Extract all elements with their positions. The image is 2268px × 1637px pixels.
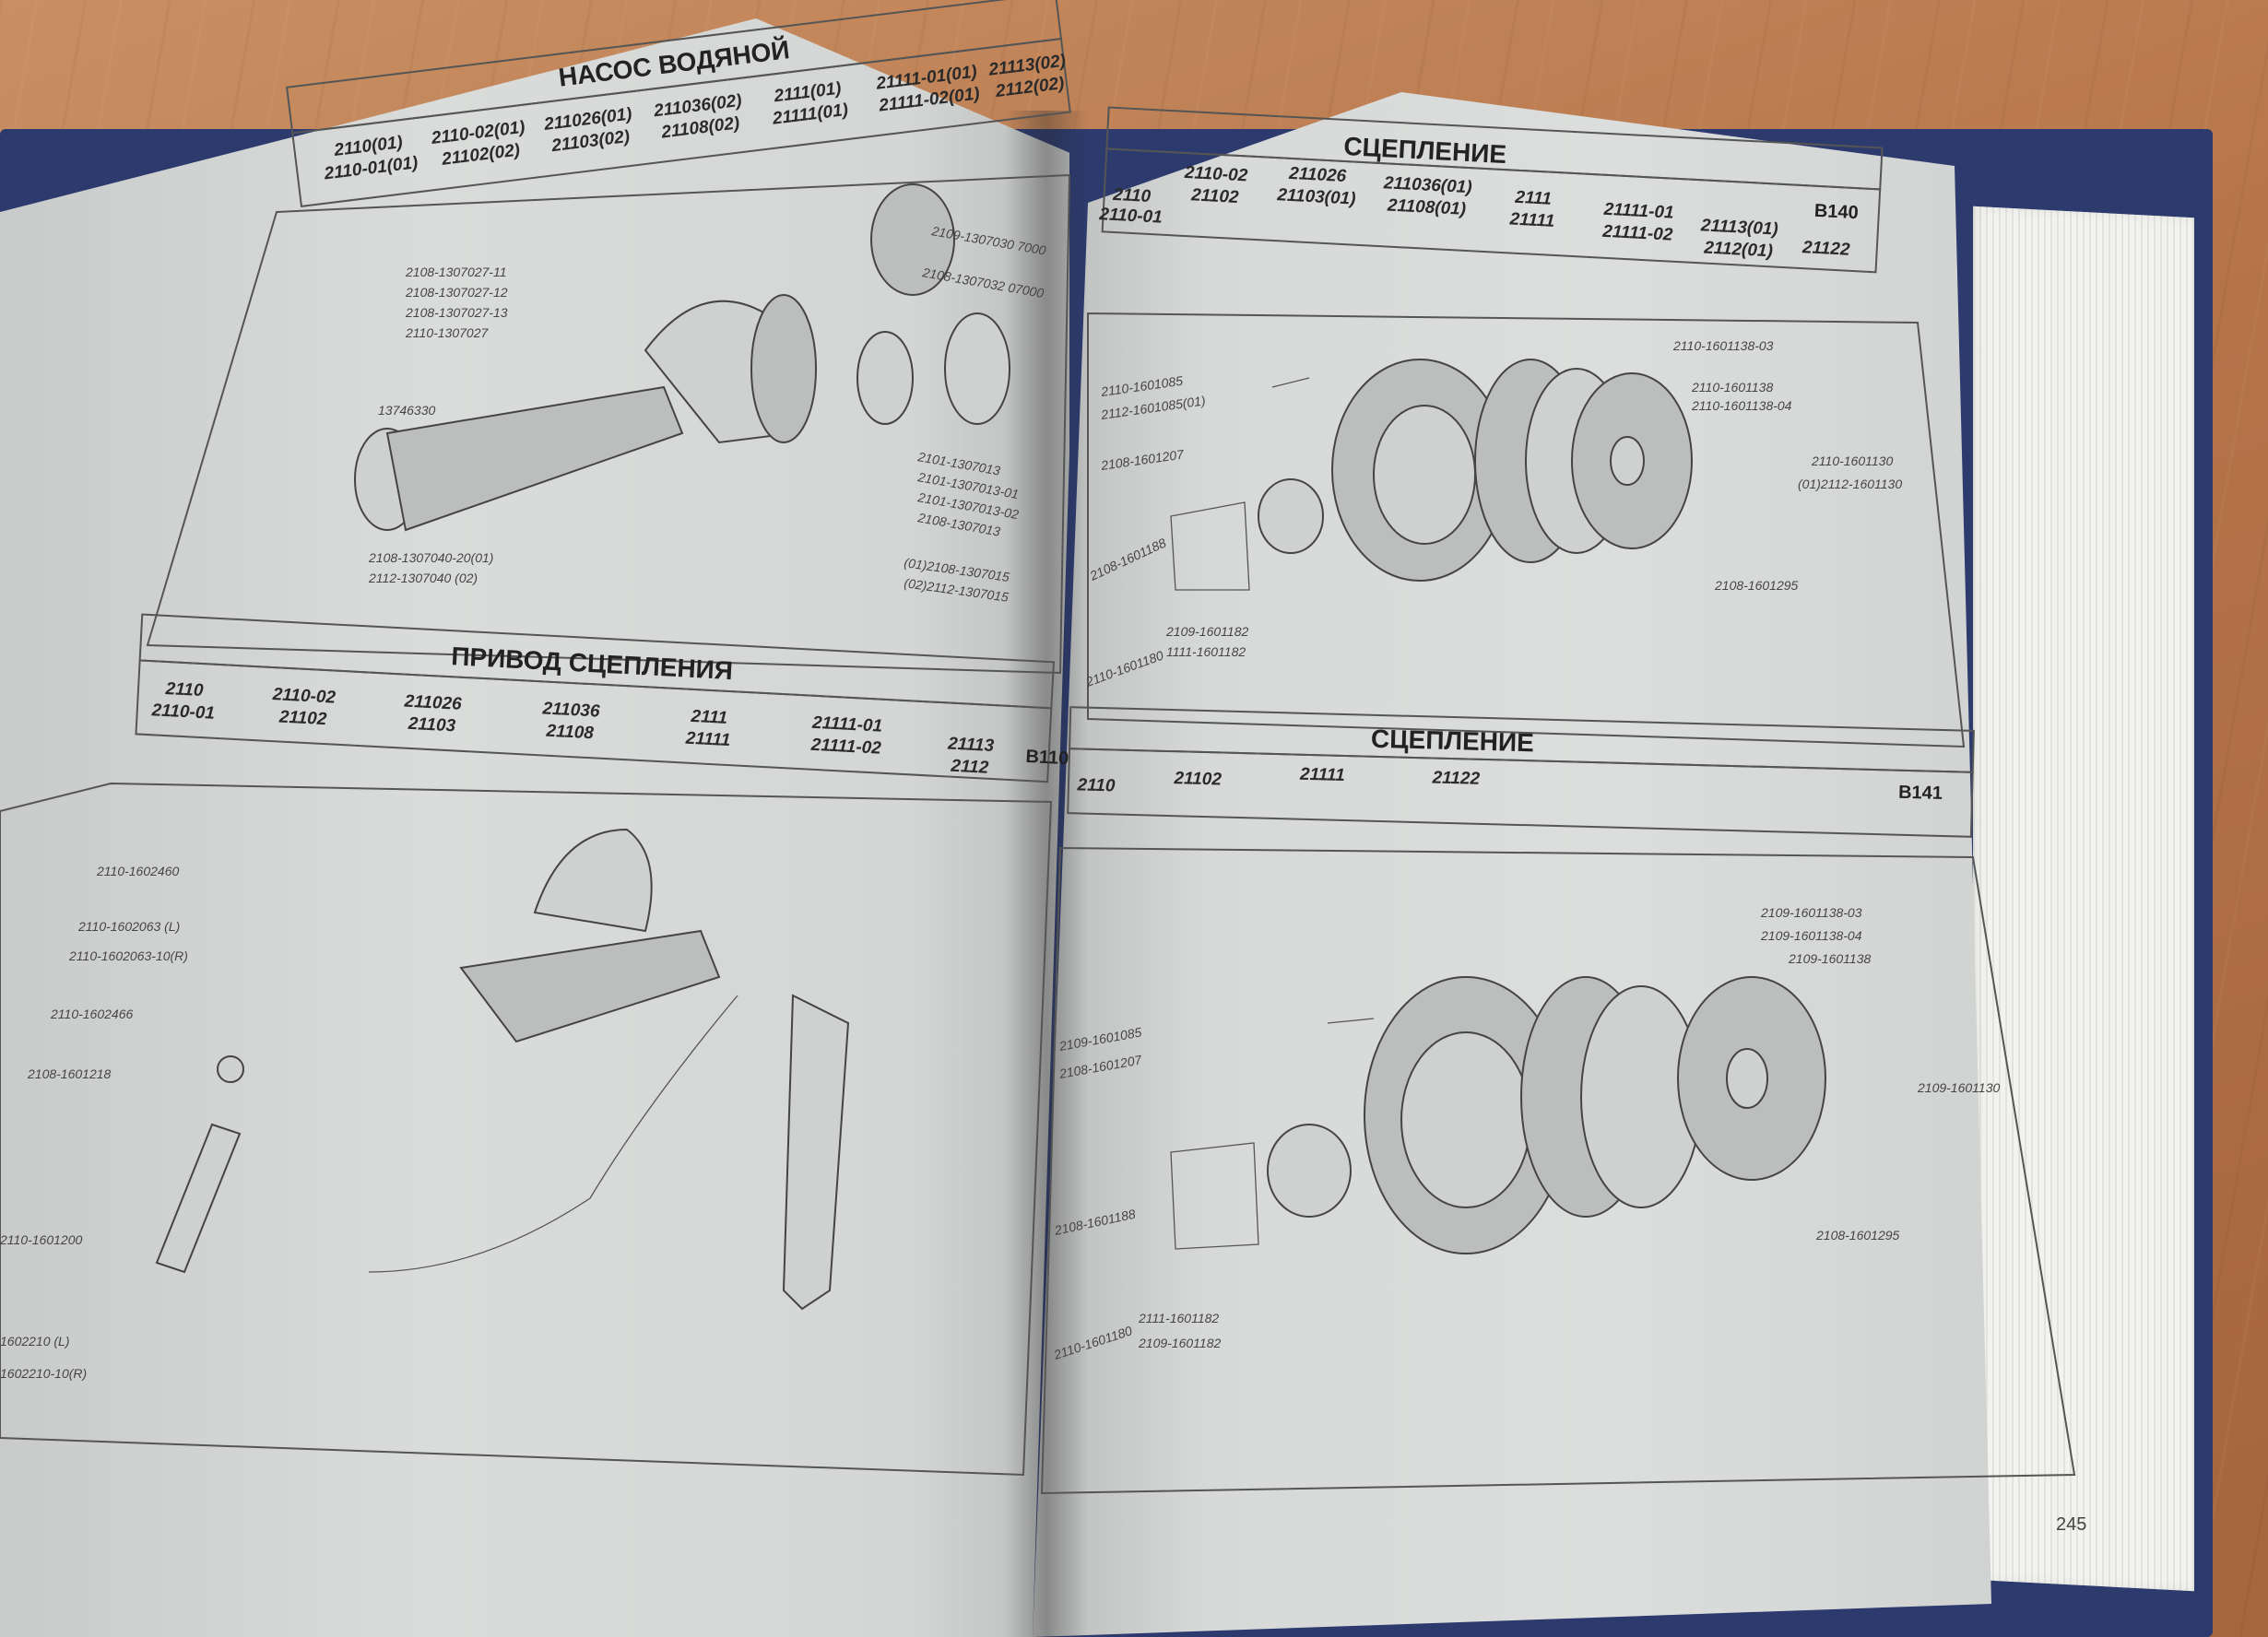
- svg-text:2109-1601182: 2109-1601182: [1165, 624, 1248, 639]
- svg-text:211026: 211026: [403, 692, 462, 714]
- svg-text:21113(01): 21113(01): [1699, 216, 1778, 239]
- svg-text:2111: 2111: [1514, 188, 1552, 209]
- clutch-drive-section: ПРИВОД СЦЕПЛЕНИЯ 2110 2110-01 2110-02 21…: [0, 613, 1069, 1477]
- svg-text:2110-1602063 (L): 2110-1602063 (L): [77, 919, 180, 934]
- svg-text:2111-1601182: 2111-1601182: [1138, 1311, 1219, 1325]
- svg-text:2110-1601180: 2110-1601180: [1083, 648, 1166, 690]
- svg-text:2109-1601138-04: 2109-1601138-04: [1760, 928, 1862, 943]
- svg-text:21111: 21111: [1299, 765, 1345, 785]
- svg-text:2110-1602063-10(R): 2110-1602063-10(R): [68, 948, 188, 963]
- svg-text:2110-1601138-03: 2110-1601138-03: [1672, 338, 1774, 353]
- clutch-drive-drawing: [155, 828, 850, 1311]
- svg-text:2108-1307027-13: 2108-1307027-13: [405, 305, 508, 320]
- svg-text:13746330: 13746330: [378, 403, 436, 418]
- svg-text:21111: 21111: [684, 729, 731, 751]
- svg-text:2108-1307040-20(01): 2108-1307040-20(01): [368, 550, 493, 565]
- svg-text:2110: 2110: [1112, 185, 1152, 206]
- svg-text:2108-1601218: 2108-1601218: [27, 1066, 112, 1081]
- clutch-b140-code: B140: [1813, 201, 1859, 223]
- clutch-drive-models: 2110 2110-01 2110-02 21102 211026 21103 …: [150, 679, 995, 778]
- right-page: [1033, 92, 1991, 1637]
- svg-text:2108-1601188: 2108-1601188: [1087, 535, 1169, 583]
- svg-text:2108-1307027-12: 2108-1307027-12: [405, 285, 508, 300]
- svg-text:2110-1307027: 2110-1307027: [405, 325, 489, 340]
- svg-text:2108-1601188: 2108-1601188: [1052, 1207, 1137, 1238]
- water-pump-models: 2110(01) 2110-01(01) 2110-02(01) 21102(0…: [323, 52, 1068, 184]
- clutch-b141-drawing: [1170, 976, 1826, 1254]
- svg-text:21113: 21113: [947, 734, 995, 756]
- svg-text:2109-1601085: 2109-1601085: [1057, 1024, 1143, 1054]
- svg-text:211026: 211026: [1288, 164, 1347, 186]
- svg-text:2108-1601295: 2108-1601295: [1714, 578, 1799, 593]
- svg-text:2110-01: 2110-01: [1098, 205, 1163, 228]
- clutch-b140-drawing: [1170, 359, 1693, 591]
- svg-text:21108(01): 21108(01): [1386, 195, 1466, 218]
- svg-text:21108: 21108: [545, 722, 595, 744]
- svg-text:2110-01: 2110-01: [150, 701, 215, 724]
- svg-text:2112(01): 2112(01): [1703, 238, 1774, 261]
- svg-text:21111-01: 21111-01: [1602, 200, 1674, 223]
- svg-text:21103: 21103: [407, 714, 456, 736]
- svg-text:211036(01): 211036(01): [1382, 173, 1472, 197]
- svg-text:2110-1601085: 2110-1601085: [1099, 373, 1184, 399]
- svg-text:2109-1601138: 2109-1601138: [1788, 951, 1871, 966]
- water-pump-title: НАСОС ВОДЯНОЙ: [557, 34, 791, 91]
- svg-text:2108-1307027-11: 2108-1307027-11: [405, 265, 507, 279]
- svg-text:(01)2112-1601130: (01)2112-1601130: [1798, 477, 1902, 491]
- clutch-b141-code: B141: [1898, 783, 1943, 804]
- svg-text:2108-1601295: 2108-1601295: [1815, 1228, 1900, 1242]
- clutch-b141-title: СЦЕПЛЕНИЕ: [1371, 724, 1535, 758]
- svg-text:21111-01: 21111-01: [811, 713, 883, 736]
- clutch-b141-models: 2110 21102 21111 21122: [1076, 765, 1480, 796]
- svg-text:21102: 21102: [278, 707, 327, 729]
- clutch-b140-models: 2110 2110-01 2110-02 21102 211026 21103(…: [1098, 163, 1851, 262]
- svg-text:21122: 21122: [1801, 238, 1851, 260]
- svg-text:21102: 21102: [1190, 185, 1240, 207]
- svg-text:211036: 211036: [541, 699, 600, 721]
- svg-text:2110: 2110: [1076, 775, 1116, 795]
- svg-text:2110-1601138: 2110-1601138: [1691, 380, 1773, 395]
- svg-text:2111: 2111: [690, 707, 727, 728]
- svg-text:2110-02: 2110-02: [271, 685, 337, 708]
- svg-text:21111-02: 21111-02: [1601, 222, 1673, 245]
- svg-text:21111-02: 21111-02: [809, 736, 881, 759]
- water-pump-section: НАСОС ВОДЯНОЙ 2110(01) 2110-01(01) 2110-…: [146, 0, 1071, 675]
- svg-text:21122: 21122: [1431, 768, 1480, 788]
- svg-text:2109-1601182: 2109-1601182: [1138, 1336, 1221, 1350]
- svg-text:2110-1602466: 2110-1602466: [50, 1007, 133, 1021]
- svg-text:21102: 21102: [1173, 769, 1222, 789]
- svg-text:1602210 (L): 1602210 (L): [0, 1334, 70, 1348]
- svg-text:2108-1601207: 2108-1601207: [1099, 446, 1186, 473]
- svg-text:2110-1601200: 2110-1601200: [0, 1232, 82, 1247]
- svg-text:2110-1601180: 2110-1601180: [1051, 1323, 1134, 1362]
- svg-text:2110-1601130: 2110-1601130: [1811, 453, 1893, 468]
- clutch-b140-section: СЦЕПЛЕНИЕ 2110 2110-01 2110-02 21102 211…: [1083, 106, 1966, 748]
- svg-text:2110: 2110: [164, 679, 204, 701]
- clutch-drive-code: B110: [1025, 747, 1069, 769]
- svg-text:2110-1601138-04: 2110-1601138-04: [1691, 398, 1792, 413]
- svg-text:1602210-10(R): 1602210-10(R): [0, 1366, 87, 1381]
- clutch-b141-section: СЦЕПЛЕНИЕ 2110 21102 21111 21122 B141 21…: [1040, 706, 2076, 1495]
- svg-text:2108-1601207: 2108-1601207: [1057, 1052, 1144, 1081]
- svg-text:21103(01): 21103(01): [1276, 185, 1356, 208]
- page-number: 245: [2056, 1514, 2086, 1535]
- svg-text:1111-1601182: 1111-1601182: [1166, 644, 1246, 659]
- svg-text:2110-02: 2110-02: [1183, 163, 1248, 186]
- clutch-drive-labels: 2110-1602460 2110-1602063 (L) 2110-16020…: [0, 864, 188, 1381]
- svg-text:2112-1601085(01): 2112-1601085(01): [1099, 393, 1206, 422]
- svg-text:2109-1601138-03: 2109-1601138-03: [1760, 905, 1862, 920]
- svg-text:21111: 21111: [1508, 209, 1555, 231]
- svg-text:2110-1602460: 2110-1602460: [96, 864, 179, 878]
- svg-text:2112-1307040 (02): 2112-1307040 (02): [368, 571, 478, 585]
- water-pump-drawing: [354, 183, 1010, 532]
- svg-text:2112: 2112: [950, 757, 989, 778]
- book-gutter: [1005, 111, 1088, 1637]
- svg-text:2109-1601130: 2109-1601130: [1917, 1080, 2000, 1095]
